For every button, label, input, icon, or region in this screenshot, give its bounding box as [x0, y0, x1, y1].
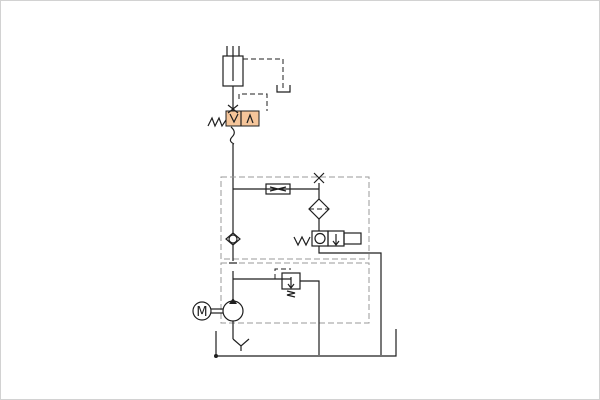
power-unit-enclosure — [220, 262, 370, 324]
inline-check-valve — [225, 232, 241, 261]
relief-arrowhead-icon — [287, 283, 295, 289]
relief-return-line — [300, 280, 320, 355]
reservoir-tank — [214, 329, 397, 358]
throttle-icon — [269, 186, 287, 192]
check-valve-ball-icon — [228, 234, 238, 244]
dir-valve-check-ball-icon — [314, 232, 326, 245]
solenoid-directional-valve — [293, 230, 362, 247]
motor-label: M — [196, 305, 207, 320]
relief-spring-icon — [286, 290, 296, 298]
tank-junction-dot — [214, 354, 218, 358]
return-line-to-tank — [318, 246, 382, 355]
valve-spring-icon — [207, 116, 227, 128]
dir-valve-arrowhead-icon — [332, 240, 340, 246]
valve-arrow-left — [229, 113, 239, 124]
throttle-branch — [233, 172, 325, 199]
relief-pilot-line — [274, 268, 291, 279]
hydraulic-cylinder — [222, 46, 244, 87]
solenoid-actuator — [343, 232, 362, 245]
motor-body — [192, 301, 212, 321]
throttle-valve — [265, 183, 291, 195]
valve-wave-icon — [229, 126, 235, 145]
hydraulic-pump — [222, 271, 250, 351]
valve-cross-mark — [227, 104, 239, 114]
plug-mark-icon — [313, 172, 325, 184]
cylinder-drain-line — [243, 58, 291, 93]
electric-motor: M — [192, 301, 223, 321]
pressure-relief-valve — [233, 268, 320, 355]
tank-outline — [215, 329, 397, 357]
control-unit-enclosure — [220, 176, 370, 260]
pilot-operated-check-valve — [207, 86, 268, 145]
pilot-line — [238, 93, 268, 111]
pump-arrow-icon — [229, 298, 237, 304]
filter-element — [308, 198, 330, 231]
suction-strainer-icon — [232, 338, 250, 351]
valve-arrow-right — [246, 113, 254, 124]
dir-valve-spring-icon — [293, 235, 311, 247]
valve-body — [225, 110, 260, 127]
drain-tank-symbol — [276, 85, 291, 93]
